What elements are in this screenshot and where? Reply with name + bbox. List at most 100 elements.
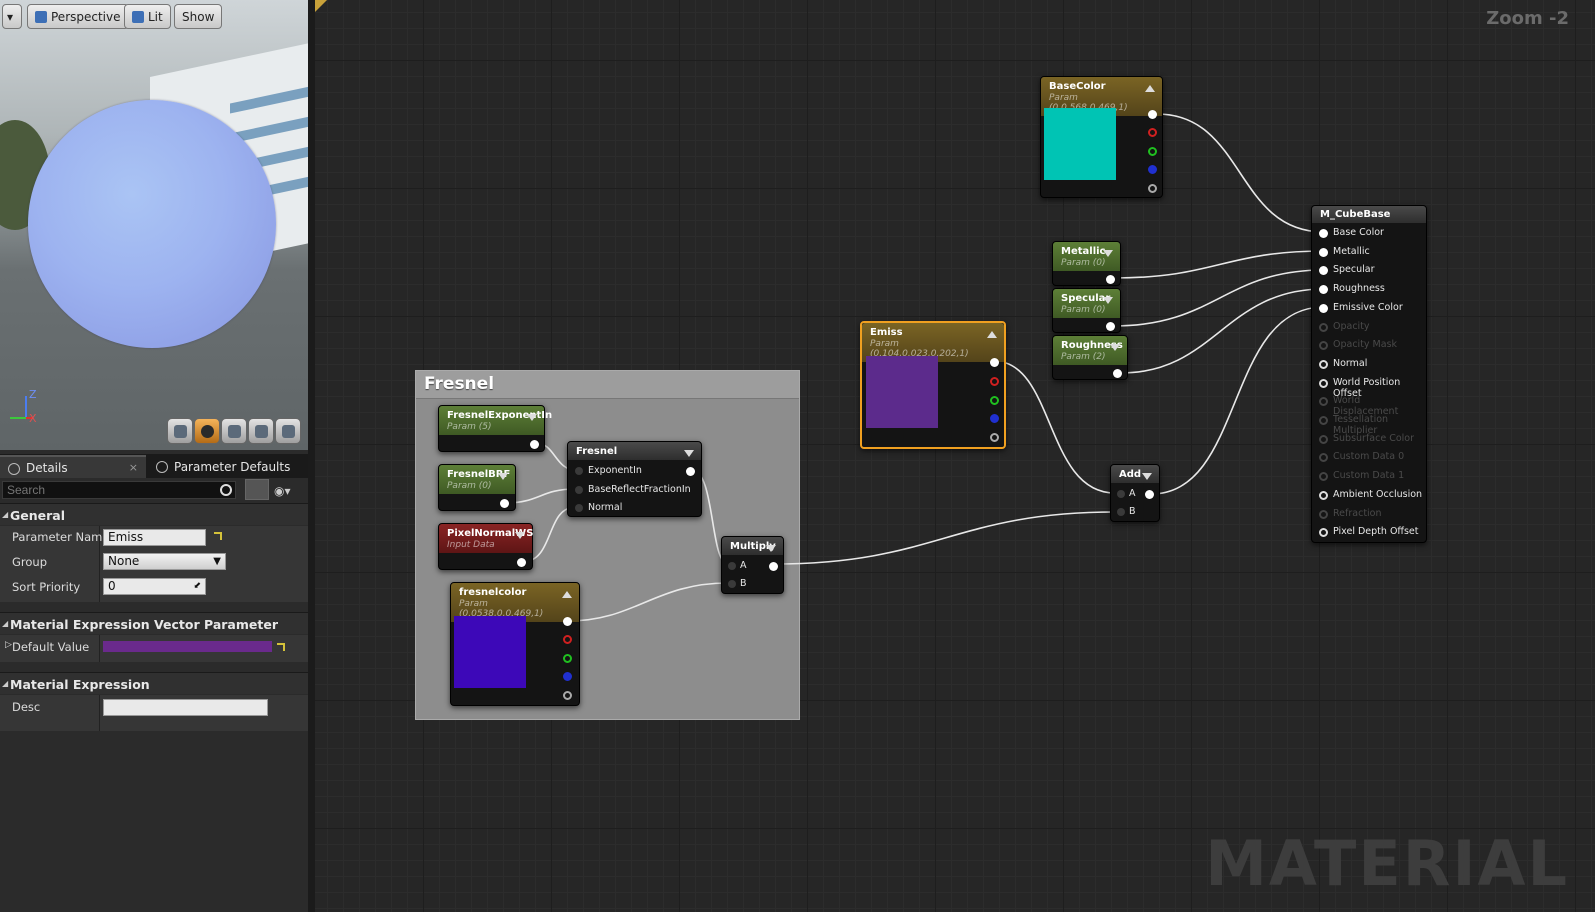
output-pin-rgb[interactable] <box>1148 110 1157 119</box>
output-pin[interactable] <box>1106 322 1115 331</box>
input-pin[interactable] <box>575 504 583 512</box>
reset-to-default-icon[interactable] <box>214 532 222 540</box>
preview-viewport[interactable]: ▾ Perspective Lit Show Z X <box>0 0 308 450</box>
preview-sphere-button[interactable] <box>194 418 220 444</box>
show-button[interactable]: Show <box>174 4 223 29</box>
collapse-arrow-icon[interactable] <box>987 331 997 338</box>
chevron-down-icon[interactable] <box>1103 250 1113 257</box>
preview-mesh-button[interactable] <box>275 418 301 444</box>
tab-parameter-defaults[interactable]: Parameter Defaults <box>148 455 292 478</box>
input-pin[interactable] <box>1319 303 1328 313</box>
input-pin[interactable] <box>1319 509 1328 519</box>
output-pin-a[interactable] <box>1148 184 1157 193</box>
preview-cylinder-button[interactable] <box>167 418 193 444</box>
chevron-down-icon[interactable] <box>1142 473 1152 480</box>
node-add[interactable]: Add A B <box>1110 464 1160 522</box>
input-pin-b[interactable] <box>1117 508 1125 516</box>
output-pin-r[interactable] <box>990 377 999 386</box>
section-general[interactable]: ◢General <box>0 503 308 525</box>
input-pin[interactable] <box>1319 528 1328 538</box>
output-pin[interactable] <box>686 467 695 476</box>
visibility-eye-icon[interactable]: ◉▾ <box>274 484 291 498</box>
sort-priority-field[interactable]: 0⬋ <box>103 578 206 595</box>
node-multiply[interactable]: Multiply A B <box>721 536 784 594</box>
input-pin[interactable] <box>1319 247 1328 257</box>
input-pin-a[interactable] <box>728 562 736 570</box>
chevron-down-icon[interactable] <box>527 414 537 421</box>
expand-arrow-icon[interactable]: ▷ <box>5 640 12 650</box>
output-pin-g[interactable] <box>1148 147 1157 156</box>
input-pin[interactable] <box>575 467 583 475</box>
output-pin-a[interactable] <box>990 433 999 442</box>
section-vector-parameter[interactable]: ◢Material Expression Vector Parameter <box>0 612 308 634</box>
output-pin[interactable] <box>500 499 509 508</box>
close-icon[interactable]: × <box>128 461 138 474</box>
output-pin-b[interactable] <box>563 672 572 681</box>
output-pin[interactable] <box>1113 369 1122 378</box>
output-pin[interactable] <box>1106 275 1115 284</box>
tab-details[interactable]: Details× <box>0 455 146 478</box>
output-pin[interactable] <box>769 562 778 571</box>
input-pin[interactable] <box>1319 434 1328 444</box>
collapse-arrow-icon[interactable] <box>1145 85 1155 92</box>
output-pin-r[interactable] <box>563 635 572 644</box>
input-pin[interactable] <box>1319 266 1328 276</box>
desc-field[interactable] <box>103 699 268 716</box>
input-pin[interactable] <box>1319 359 1328 369</box>
viewport-menu-button[interactable]: ▾ <box>2 4 22 29</box>
output-pin-a[interactable] <box>563 691 572 700</box>
output-pin-r[interactable] <box>1148 128 1157 137</box>
output-pin-rgb[interactable] <box>990 358 999 367</box>
input-pin[interactable] <box>1319 378 1328 388</box>
input-pin[interactable] <box>1319 453 1328 463</box>
param-name-field[interactable]: Emiss <box>103 529 206 546</box>
input-pin[interactable] <box>1319 472 1328 482</box>
collapse-arrow-icon[interactable] <box>562 591 572 598</box>
input-pin-b[interactable] <box>728 580 736 588</box>
chevron-down-icon[interactable] <box>766 545 776 552</box>
output-pin-g[interactable] <box>990 396 999 405</box>
comment-title[interactable]: Fresnel <box>416 371 799 399</box>
chevron-down-icon[interactable] <box>515 532 525 539</box>
preview-cube-button[interactable] <box>248 418 274 444</box>
search-input[interactable] <box>2 481 236 499</box>
input-pin[interactable] <box>1319 397 1328 407</box>
output-pin[interactable] <box>530 440 539 449</box>
output-pin-g[interactable] <box>563 654 572 663</box>
output-pin-b[interactable] <box>990 414 999 423</box>
node-fresnel[interactable]: Fresnel ExponentIn BaseReflectFractionIn… <box>567 441 702 517</box>
input-pin[interactable] <box>1319 416 1328 425</box>
input-pin-a[interactable] <box>1117 490 1125 498</box>
preview-plane-button[interactable] <box>221 418 247 444</box>
input-pin[interactable] <box>1319 229 1328 238</box>
reset-to-default-icon[interactable] <box>277 643 285 651</box>
group-dropdown[interactable]: None▼ <box>103 553 226 570</box>
input-pin[interactable] <box>1319 490 1328 500</box>
panel-splitter[interactable] <box>308 0 315 912</box>
chevron-down-icon[interactable] <box>498 473 508 480</box>
chevron-down-icon[interactable] <box>1103 297 1113 304</box>
input-pin[interactable] <box>575 486 583 494</box>
default-value-color-swatch[interactable] <box>103 641 272 652</box>
input-pin[interactable] <box>1319 322 1328 332</box>
input-pin[interactable] <box>1319 341 1328 351</box>
view-options-grid-button[interactable] <box>245 479 269 500</box>
lit-button[interactable]: Lit <box>124 4 171 29</box>
output-pin-rgb[interactable] <box>563 617 572 626</box>
input-pin[interactable] <box>1319 285 1328 295</box>
section-material-expression[interactable]: ◢Material Expression <box>0 672 308 694</box>
perspective-button[interactable]: Perspective <box>27 4 129 29</box>
chevron-down-icon[interactable] <box>684 450 694 457</box>
output-pin-b[interactable] <box>1148 165 1157 174</box>
